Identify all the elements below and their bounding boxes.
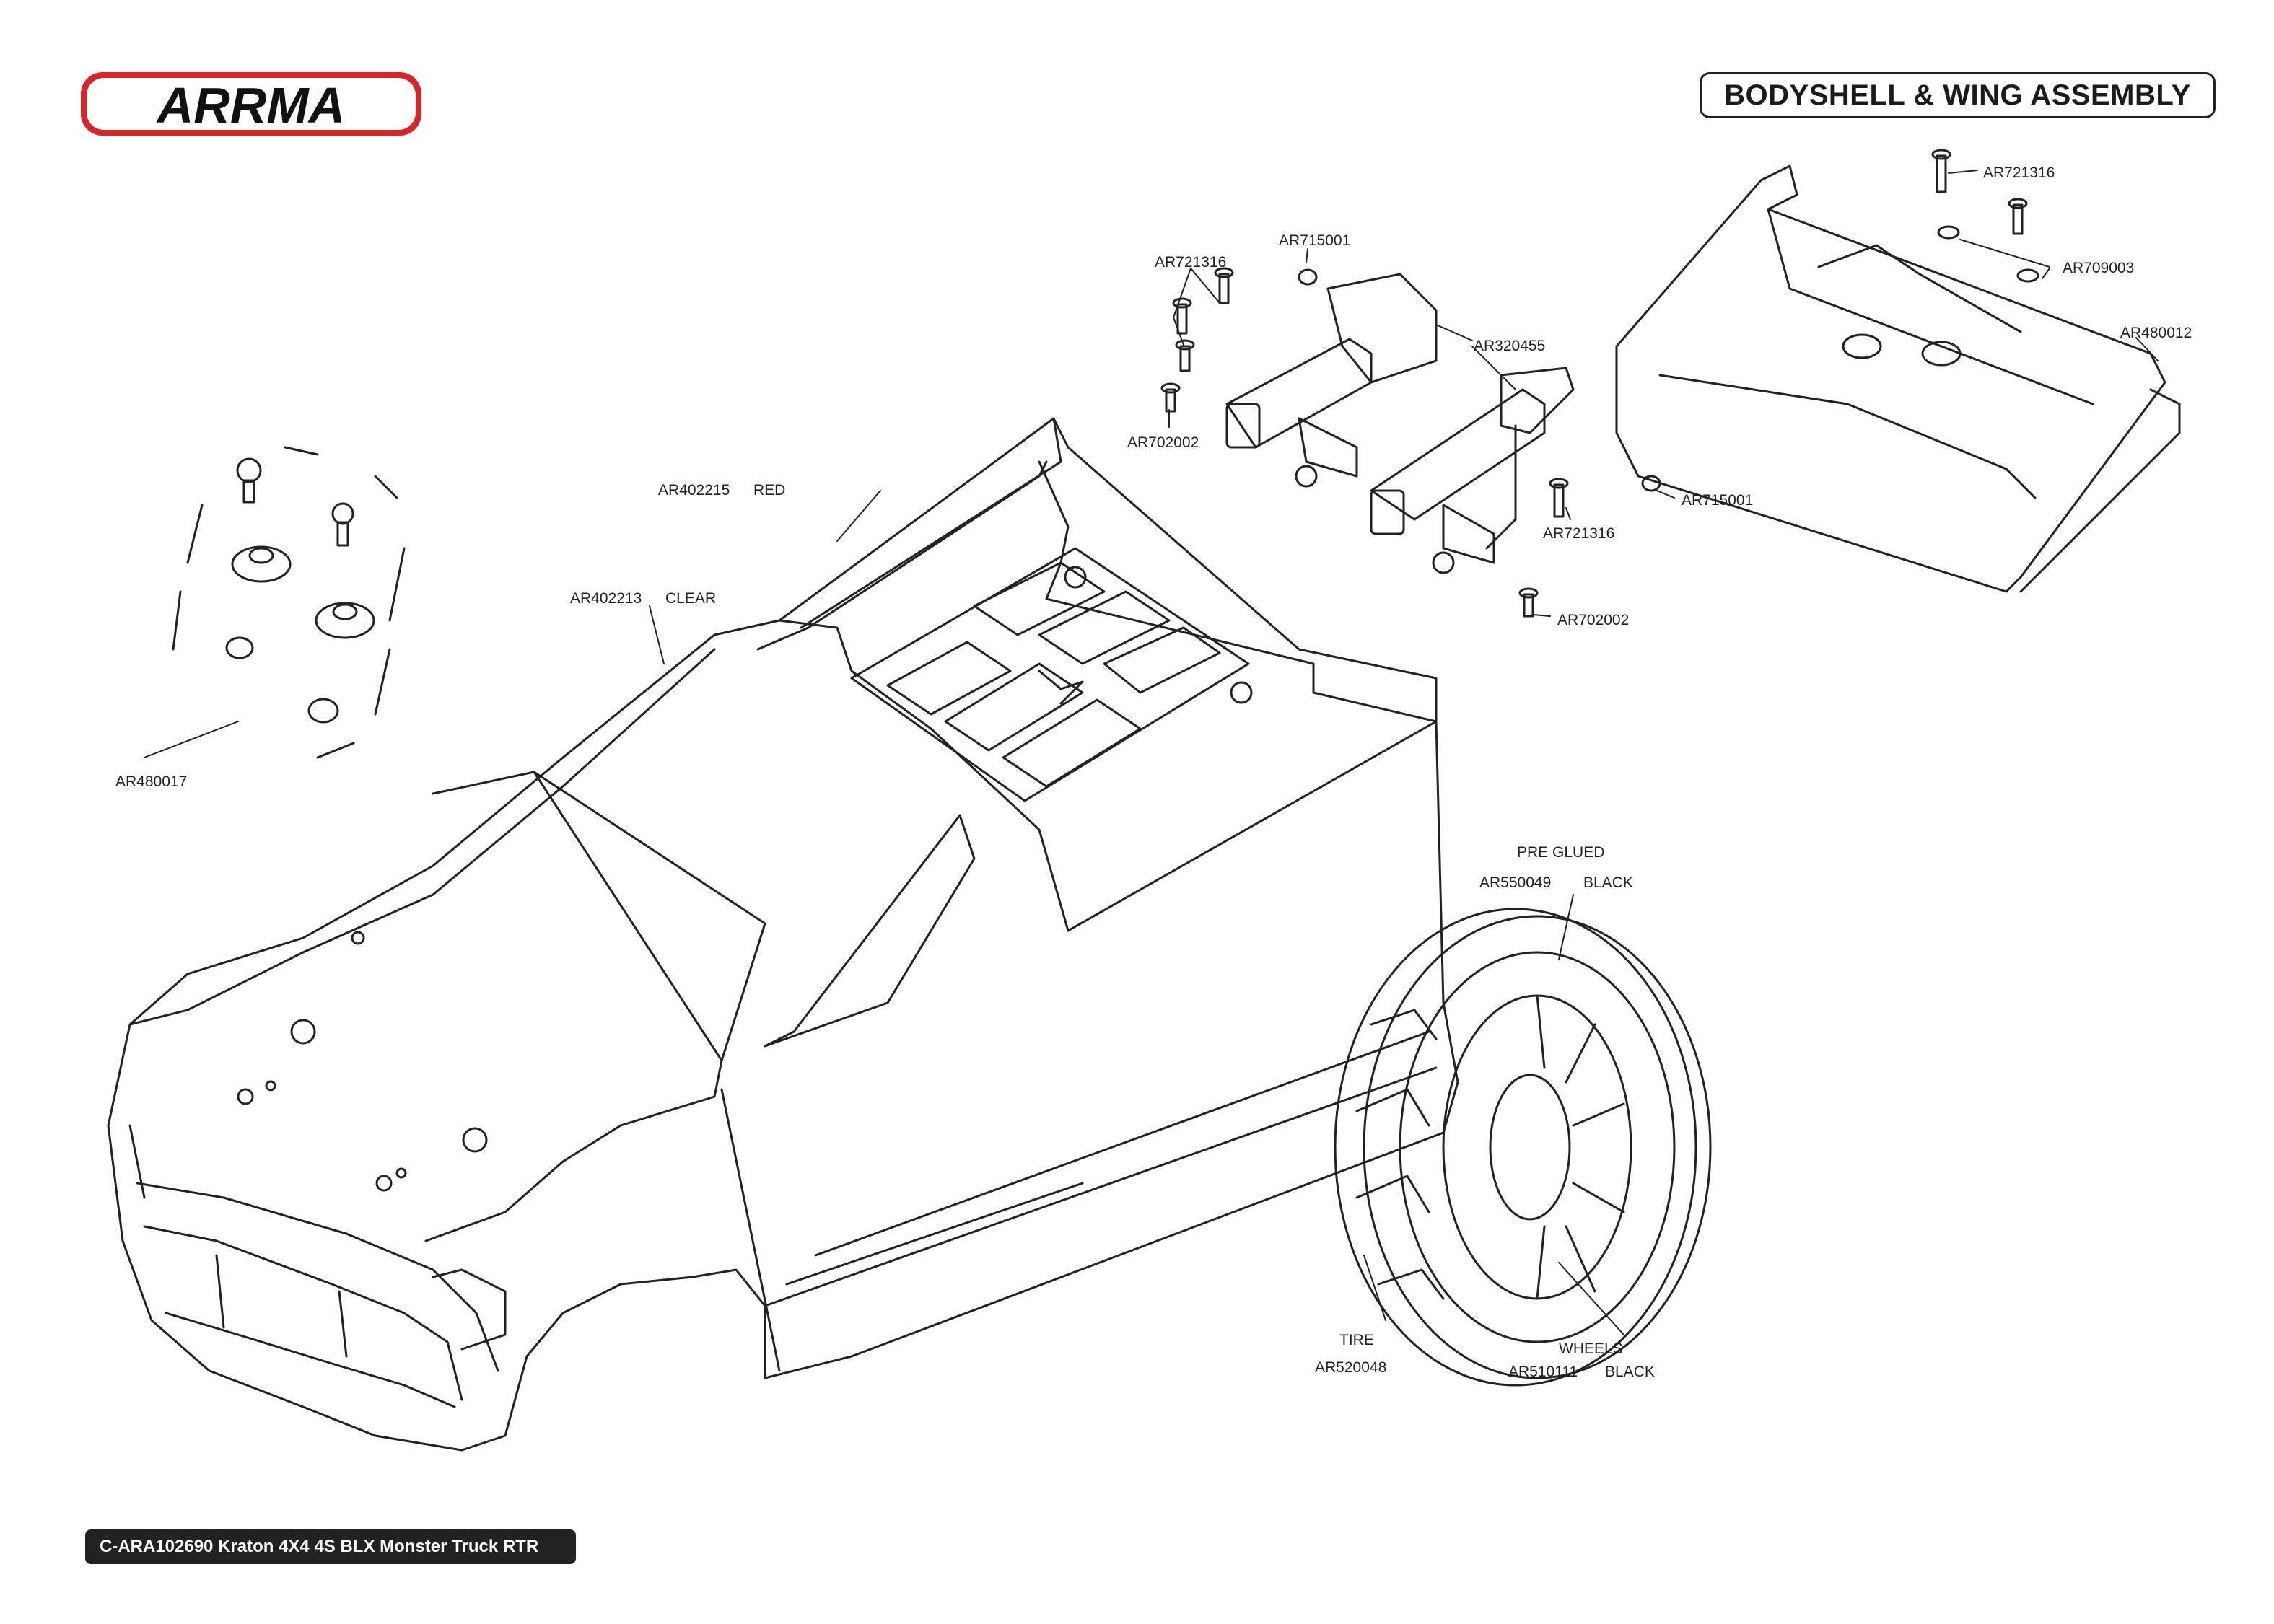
- label-wheels: WHEELS: [1559, 1340, 1623, 1357]
- label-ar721316-top: AR721316: [1983, 164, 2055, 181]
- wing-mount-left: [1225, 273, 1438, 488]
- leader-lines: [144, 170, 2159, 1335]
- page-title: BODYSHELL & WING ASSEMBLY: [1700, 72, 2216, 118]
- body-clips: [172, 446, 406, 759]
- label-ar715001-a: AR715001: [1279, 232, 1351, 249]
- label-clear: CLEAR: [665, 590, 717, 607]
- wheel-and-tire: [1334, 908, 1712, 1387]
- rear-wing: [1615, 164, 2181, 593]
- label-ar702002-b: AR702002: [1557, 612, 1630, 628]
- label-ar402213: AR402213: [570, 590, 642, 607]
- arrma-logo: ARRMA: [81, 72, 421, 136]
- label-ar480017: AR480017: [115, 773, 188, 790]
- label-ar520048: AR520048: [1315, 1359, 1387, 1376]
- label-ar721316-a: AR721316: [1155, 254, 1227, 271]
- label-black-1: BLACK: [1583, 874, 1633, 891]
- truck-body-shell: [107, 417, 1459, 1452]
- wing-mount-right: [1370, 367, 1575, 574]
- label-ar510111: AR510111: [1508, 1364, 1578, 1380]
- screws: [1160, 149, 2039, 618]
- label-ar320455: AR320455: [1474, 338, 1546, 354]
- bed-floor-pattern: [850, 547, 1253, 802]
- label-ar709003: AR709003: [2063, 260, 2135, 276]
- label-ar702002-a: AR702002: [1127, 434, 1199, 451]
- footer-model-code: C-ARA102690 Kraton 4X4 4S BLX Monster Tr…: [85, 1529, 576, 1564]
- label-ar480012: AR480012: [2120, 325, 2192, 341]
- label-red: RED: [753, 482, 786, 499]
- label-ar550049: AR550049: [1479, 874, 1552, 891]
- label-black-2: BLACK: [1605, 1364, 1655, 1380]
- svg-text:ARRMA: ARRMA: [156, 77, 346, 133]
- label-ar715001-b: AR715001: [1682, 492, 1754, 509]
- label-ar402215: AR402215: [658, 482, 730, 499]
- label-tire: TIRE: [1339, 1332, 1374, 1348]
- label-pre-glued: PRE GLUED: [1517, 844, 1605, 861]
- label-ar721316-b: AR721316: [1543, 525, 1615, 542]
